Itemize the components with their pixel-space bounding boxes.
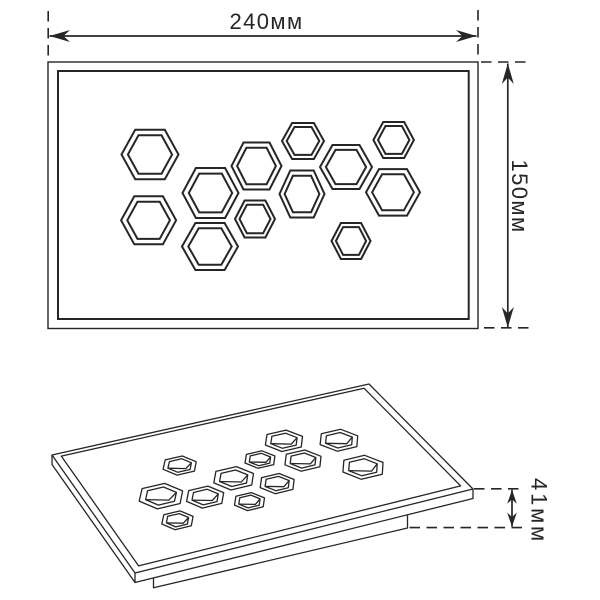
svg-text:240мм: 240мм (230, 9, 304, 34)
svg-text:41мм: 41мм (527, 478, 552, 544)
svg-text:150мм: 150мм (507, 160, 532, 234)
